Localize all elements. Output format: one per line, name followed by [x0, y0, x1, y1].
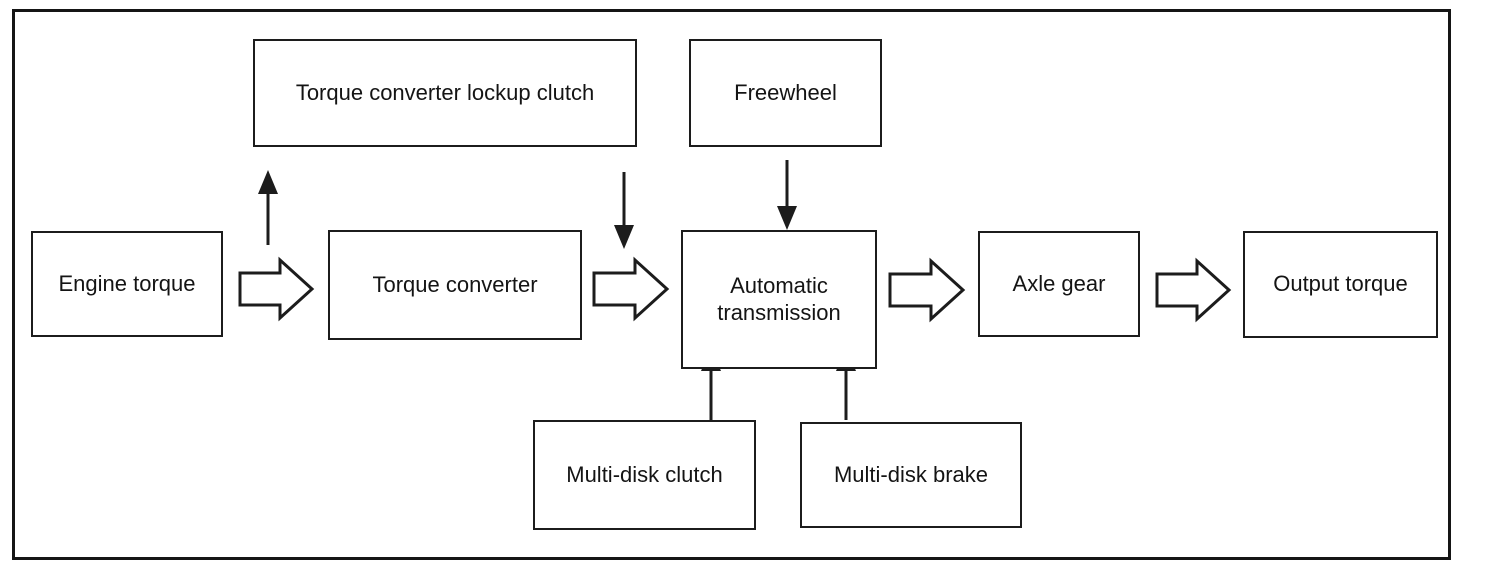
diagram-border: [12, 9, 1451, 560]
node-label: Multi-disk brake: [833, 461, 989, 487]
node-label: Engine torque: [58, 270, 196, 296]
node-output-torque: Output torque: [1243, 231, 1438, 338]
node-torque-converter-lockup-clutch: Torque converter lockup clutch: [253, 39, 637, 147]
node-label: Torque converter: [372, 271, 538, 297]
node-automatic-transmission: Automatic transmission: [681, 230, 877, 369]
node-label: Freewheel: [734, 79, 837, 105]
node-label: Axle gear: [1012, 270, 1106, 296]
node-multi-disk-clutch: Multi-disk clutch: [533, 420, 756, 530]
node-label: Multi-disk clutch: [566, 461, 723, 487]
node-torque-converter: Torque converter: [328, 230, 582, 340]
node-multi-disk-brake: Multi-disk brake: [800, 422, 1022, 528]
node-freewheel: Freewheel: [689, 39, 882, 147]
node-label: Torque converter lockup clutch: [295, 79, 595, 105]
node-axle-gear: Axle gear: [978, 231, 1140, 337]
node-engine-torque: Engine torque: [31, 231, 223, 337]
node-label: Automatic transmission: [717, 272, 841, 325]
node-label: Output torque: [1273, 271, 1408, 297]
